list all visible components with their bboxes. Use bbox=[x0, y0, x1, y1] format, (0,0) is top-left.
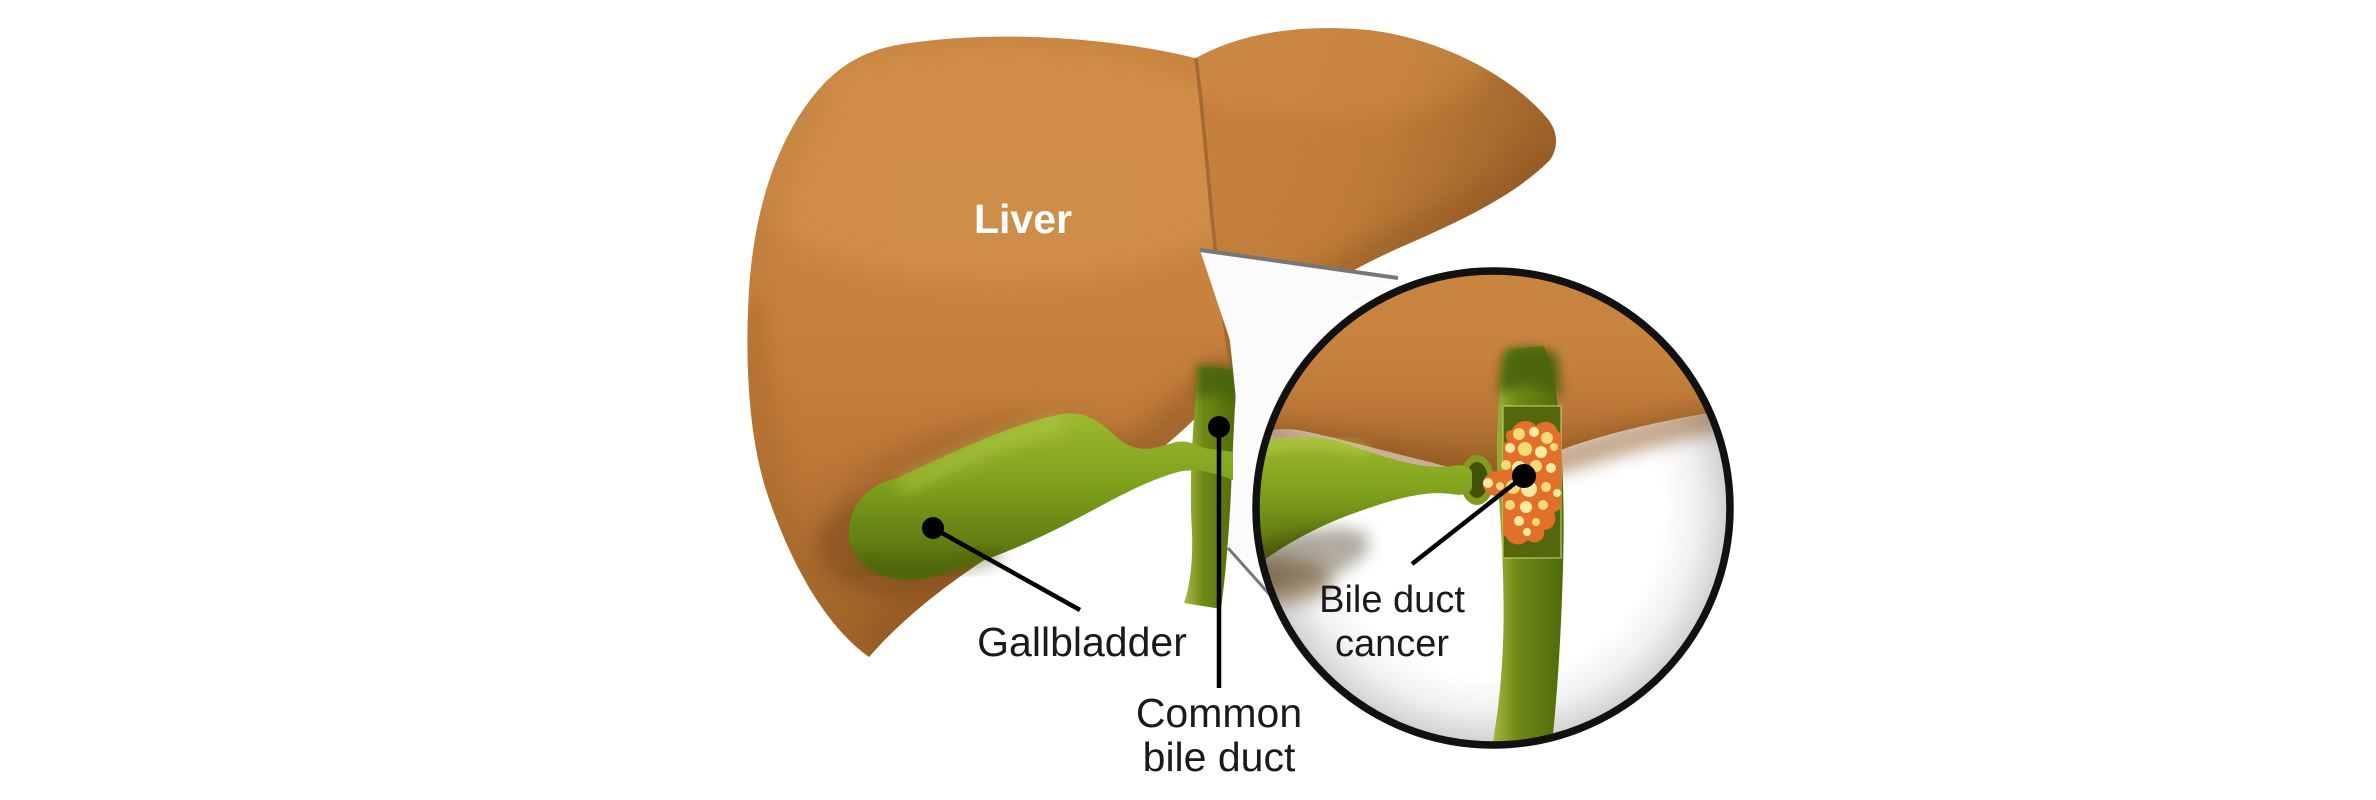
gallbladder-label: Gallbladder bbox=[977, 619, 1187, 665]
common-bile-duct-callout bbox=[1208, 416, 1230, 688]
gallbladder-label-dot bbox=[922, 517, 944, 539]
magnified-duct-liver-junction bbox=[1498, 346, 1562, 398]
bile-duct-cancer-callout: Bile duct cancer bbox=[1319, 464, 1536, 665]
bile-duct-liver-junction bbox=[1197, 364, 1238, 402]
cone-fill bbox=[1200, 250, 1398, 614]
bile-duct-cancer-label-dot bbox=[1512, 464, 1536, 488]
common-bile-duct-label-line1: Common bbox=[1136, 690, 1302, 736]
gallbladder-leader-line bbox=[931, 526, 1082, 612]
cone-upper-line bbox=[1199, 248, 1399, 280]
gallbladder-shape bbox=[848, 413, 1233, 581]
bile-duct-cancer-label-line2: cancer bbox=[1335, 623, 1449, 665]
bile-duct-cancer-label-line1: Bile duct bbox=[1319, 579, 1465, 621]
liver-seam-line bbox=[1194, 57, 1235, 375]
magnified-gallbladder-highlight bbox=[1260, 436, 1370, 457]
common-bile-duct-label-line2: bile duct bbox=[1143, 734, 1296, 780]
magnifier-circle-rim bbox=[1252, 267, 1734, 749]
liver-label: Liver bbox=[974, 196, 1072, 242]
gallbladder-highlight bbox=[896, 416, 1064, 494]
bile-duct-cancer-leader-line bbox=[1410, 474, 1526, 566]
magnifier-circle-group: Bile duct cancer bbox=[1252, 267, 1734, 749]
common-bile-duct-label-dot bbox=[1208, 416, 1230, 438]
gallbladder-callout bbox=[922, 517, 1082, 612]
